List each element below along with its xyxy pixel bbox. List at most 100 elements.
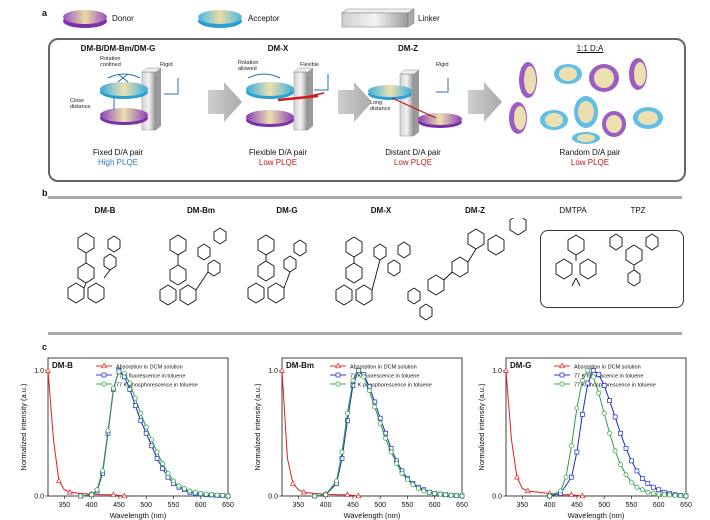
point-2-0-2	[513, 473, 520, 480]
panel-b-top-rule	[48, 196, 682, 199]
point-0-2-16	[171, 478, 176, 484]
x-tick-label-2-3: 500	[598, 502, 610, 509]
series-line-1-0	[281, 370, 359, 497]
x-tick-label-1-5: 600	[429, 502, 441, 509]
y-tick-label-1-1: 1.0	[268, 368, 278, 375]
x-tick-label-0-6: 650	[222, 502, 234, 509]
point-1-0-8	[344, 491, 351, 497]
point-0-2-13	[154, 449, 160, 455]
point-2-1-11	[618, 430, 623, 436]
chart-name-0: DM-B	[52, 361, 73, 370]
group2-plqe: Low PLQE	[258, 158, 298, 167]
point-0-2-15	[165, 470, 171, 476]
group3-pair: Distant D/A pair	[385, 148, 441, 157]
point-0-1-14	[160, 466, 165, 471]
x-axis-label-1: Wavelength (nm)	[344, 511, 401, 520]
mol-name-dm-z: DM-Z	[465, 206, 485, 215]
point-1-2-18	[421, 488, 427, 494]
x-tick-label-0-2: 450	[113, 502, 125, 509]
point-0-0-4	[66, 488, 73, 495]
point-0-2-2	[94, 487, 100, 493]
mol-name-dm-b: DM-B	[94, 206, 116, 215]
x-tick-label-0-4: 550	[168, 502, 180, 509]
y-tick-label-0-2: 0.0	[492, 494, 502, 501]
point-1-2-1	[323, 492, 329, 498]
random-pair-illustration	[509, 58, 663, 144]
mol-name-dmtpa: DMTPA	[559, 206, 587, 215]
point-1-2-16	[410, 482, 416, 488]
point-1-2-17	[415, 486, 421, 491]
point-2-2-14	[629, 479, 634, 485]
legend-marker-0-1	[101, 372, 107, 378]
point-1-2-22	[443, 492, 449, 498]
point-2-1-7	[596, 371, 602, 377]
legend-marker-1-0	[335, 362, 341, 369]
point-0-2-12	[149, 437, 155, 442]
point-1-0-4	[300, 488, 307, 495]
panel-label-c: c	[42, 342, 48, 352]
x-tick-label-0-0: 350	[59, 502, 71, 509]
group2-title: DM-X	[267, 44, 289, 53]
point-2-2-17	[645, 489, 651, 495]
mol-name-dm-g: DM-G	[276, 206, 298, 215]
point-2-2-1	[558, 488, 563, 494]
legend-marker-0-2	[101, 381, 107, 387]
point-0-2-9	[132, 395, 138, 401]
group1-plqe: High PLQE	[97, 158, 139, 167]
point-0-2-5	[111, 385, 116, 391]
point-0-2-0	[78, 493, 84, 499]
point-2-2-0	[547, 493, 553, 499]
series-line-0-1	[80, 369, 229, 497]
x-tick-label-1-0: 350	[293, 502, 305, 509]
point-1-2-2	[334, 478, 339, 484]
point-1-2-8	[366, 388, 372, 394]
point-2-0-4	[524, 487, 531, 494]
legend-label-2-1: 77 K fluorescence in toluene	[574, 373, 643, 379]
point-2-1-10	[612, 414, 618, 420]
legend-marker-1-1	[335, 372, 341, 378]
point-0-2-7	[121, 370, 127, 376]
point-0-2-1	[89, 492, 95, 498]
point-1-2-11	[383, 435, 389, 441]
group1-title: DM-B/DM-Bm/DM-G	[80, 44, 156, 53]
y-tick-label-1-2: 1.0	[492, 368, 502, 375]
point-0-2-8	[127, 380, 133, 386]
point-0-2-22	[203, 491, 209, 497]
x-tick-label-1-4: 550	[402, 502, 414, 509]
process-arrow-3	[468, 82, 502, 122]
structure-dm-g	[247, 234, 307, 304]
structure-dm-z	[407, 218, 527, 321]
point-0-1-9	[132, 403, 138, 409]
point-2-1-15	[640, 476, 645, 481]
point-2-2-12	[618, 462, 623, 468]
structure-tpz	[609, 233, 659, 287]
point-0-1-13	[154, 456, 160, 461]
point-0-2-14	[160, 460, 165, 466]
point-0-2-4	[105, 428, 111, 434]
legend-label-0-2: 77 K phosphorescence in toluene	[116, 382, 198, 388]
mol-name-dm-bm: DM-Bm	[187, 206, 215, 215]
note-rotation-2: Rotation	[238, 60, 259, 66]
point-2-1-12	[623, 445, 629, 451]
point-0-2-11	[143, 424, 149, 430]
point-2-1-13	[629, 458, 634, 464]
point-1-2-4	[345, 410, 350, 416]
legend-label-1-2: 77 K phosphorescence in toluene	[350, 382, 432, 388]
point-2-2-5	[579, 378, 585, 384]
donor-disc-icon	[63, 10, 107, 28]
point-0-0-9	[121, 492, 128, 499]
point-1-2-12	[388, 449, 394, 455]
point-2-0-8	[568, 491, 575, 497]
group4-plqe: Low PLQE	[570, 158, 610, 167]
point-1-2-23	[448, 492, 454, 498]
point-1-2-9	[372, 404, 378, 410]
x-tick-label-2-1: 400	[544, 502, 556, 509]
group2-pair: Flexible D/A pair	[248, 148, 308, 157]
point-1-1-4	[345, 418, 350, 424]
process-arrow-1	[208, 82, 242, 122]
structure-dm-bm	[159, 227, 227, 306]
chart-name-1: DM-Bm	[286, 361, 314, 370]
point-2-2-13	[623, 472, 629, 478]
x-tick-label-2-4: 550	[626, 502, 638, 509]
point-1-2-14	[399, 470, 405, 476]
